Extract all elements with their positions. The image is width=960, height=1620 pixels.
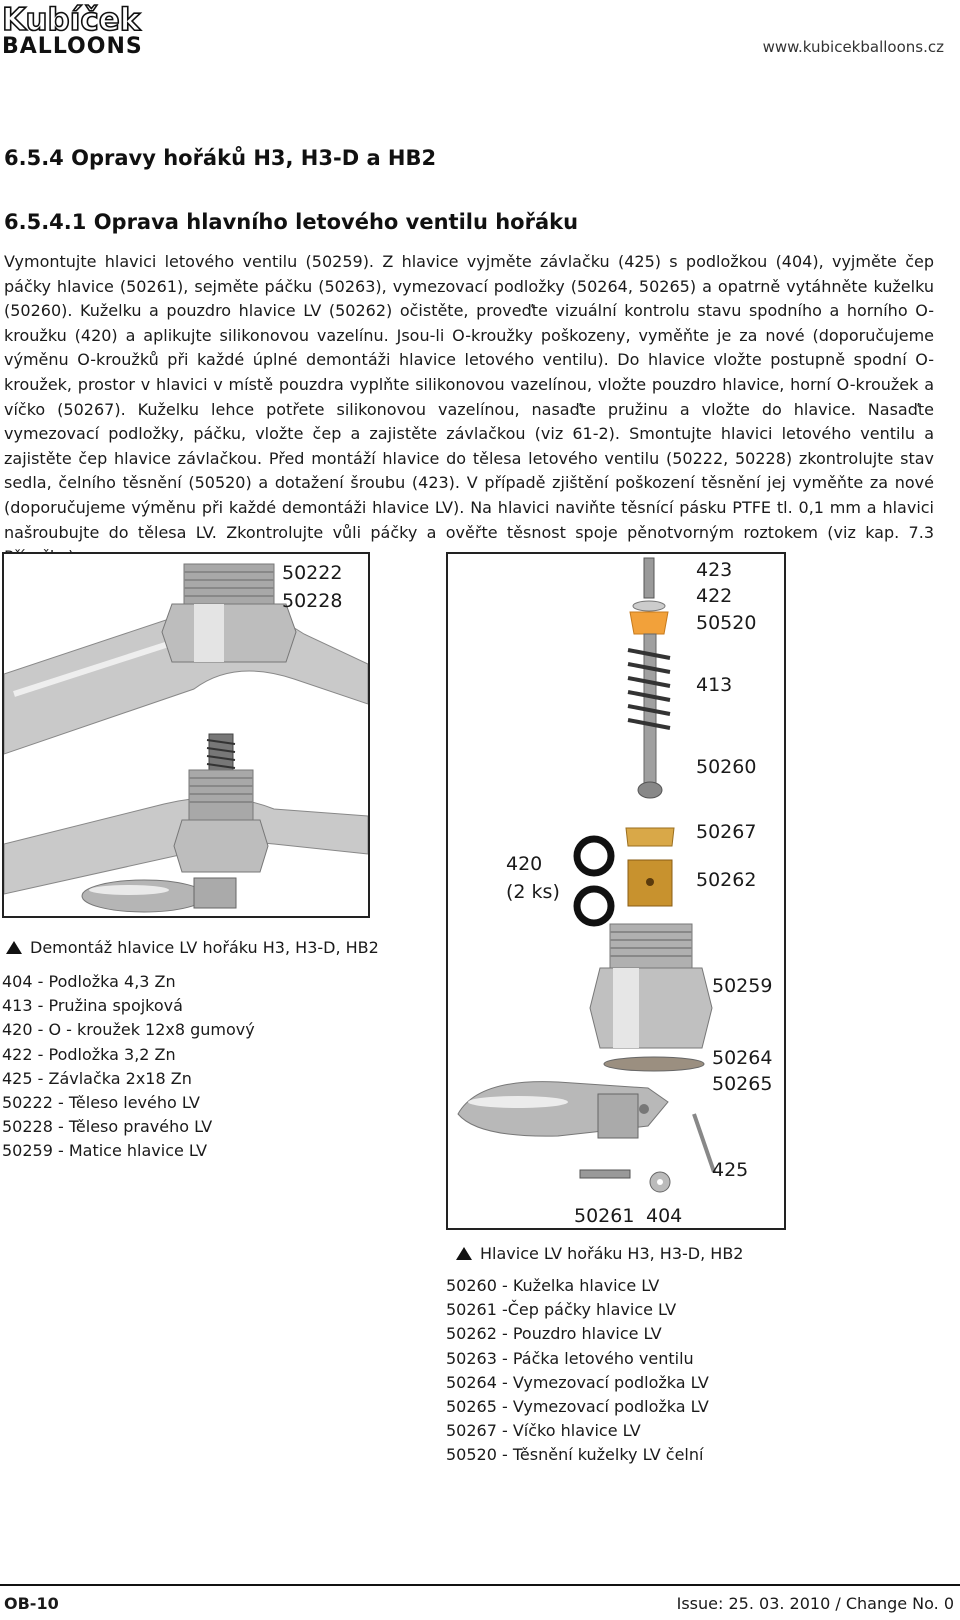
label-50260: 50260 [696,756,756,778]
legend-item: 50260 - Kuželka hlavice LV [446,1276,660,1295]
label-404: 404 [646,1205,682,1227]
label-50228: 50228 [282,590,342,612]
section-title: 6.5.4 Opravy hořáků H3, H3-D a HB2 [4,146,437,170]
legend-item: 50263 - Páčka letového ventilu [446,1348,694,1368]
legend-item: 50262 - Pouzdro hlavice LV [446,1324,662,1344]
legend-item: 404 - Podložka 4,3 Zn [2,972,176,991]
label-50267: 50267 [696,821,756,843]
label-50259: 50259 [712,975,772,997]
legend-item: 50264 - Vymezovací podložka LV [446,1372,709,1392]
legend-item: 50259 - Matice hlavice LV [2,1141,208,1161]
legend-item: 422 - Podložka 3,2 Zn [2,1044,176,1064]
logo-bottom-text: BALLOONS [2,34,143,58]
label-50261: 50261 [574,1205,634,1227]
legend-item: 50520 - Těsnění kuželky LV čelní [446,1445,704,1465]
left-figure-photo: 50222 50228 [2,552,370,918]
issue-info: Issue: 25. 03. 2010 / Change No. 0 [676,1594,954,1613]
legend-item: 420 - O - kroužek 12x8 gumový [2,1020,255,1040]
left-parts-legend: 404 - Podložka 4,3 Zn 413 - Pružina spoj… [2,970,255,1164]
label-50520: 50520 [696,612,756,634]
right-caption-text: Hlavice LV hořáku H3, H3-D, HB2 [480,1244,744,1263]
left-figure-caption: Demontáž hlavice LV hořáku H3, H3-D, HB2 [6,938,379,957]
website-url: www.kubicekballoons.cz [762,38,944,56]
label-420-count: (2 ks) [506,881,560,903]
legend-item: 50222 - Těleso levého LV [2,1093,200,1113]
footer-divider [0,1584,960,1586]
legend-item: 50261 -Čep páčky hlavice LV [446,1300,677,1320]
kubicek-logo: Kubíček BALLOONS [0,0,190,59]
legend-item: 50265 - Vymezovací podložka LV [446,1397,709,1417]
label-425: 425 [712,1159,748,1181]
label-422: 422 [696,585,732,607]
right-figure-caption: Hlavice LV hořáku H3, H3-D, HB2 [456,1244,743,1263]
right-figure-photo: 423 422 50520 413 50260 50267 50262 420 … [446,552,786,1230]
legend-item: 425 - Závlačka 2x18 Zn [2,1068,192,1088]
label-50264: 50264 [712,1047,772,1069]
legend-item: 50228 - Těleso pravého LV [2,1117,213,1137]
right-parts-legend: 50260 - Kuželka hlavice LV 50261 -Čep pá… [446,1274,709,1468]
label-420: 420 [506,853,542,875]
subsection-title: 6.5.4.1 Oprava hlavního letového ventilu… [4,210,579,234]
triangle-up-icon [6,941,22,954]
triangle-up-icon [456,1247,472,1260]
label-423: 423 [696,559,732,581]
label-50265: 50265 [712,1073,772,1095]
left-caption-text: Demontáž hlavice LV hořáku H3, H3-D, HB2 [30,938,379,957]
legend-item: 50267 - Víčko hlavice LV [446,1421,641,1441]
label-413: 413 [696,674,732,696]
page-number: OB-10 [4,1594,59,1613]
label-50222: 50222 [282,562,342,584]
body-paragraph: Vymontujte hlavici letového ventilu (502… [4,252,934,566]
label-50262: 50262 [696,869,756,891]
logo-top-text: Kubíček [2,2,142,38]
legend-item: 413 - Pružina spojková [2,996,183,1016]
